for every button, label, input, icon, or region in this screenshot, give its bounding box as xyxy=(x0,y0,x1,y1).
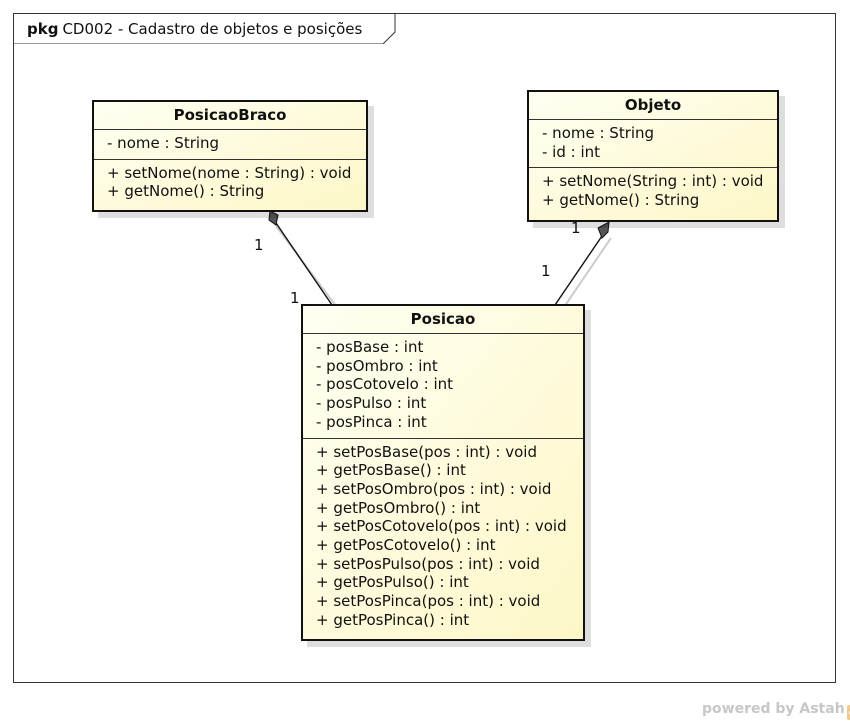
operation-set-pos-cotovelo: + setPosCotovelo(pos : int) : void xyxy=(316,517,567,536)
composition-diamond-braco xyxy=(268,210,279,226)
operation-set-nome: + setNome(nome : String) : void xyxy=(107,163,352,182)
footer-text: powered by Astah xyxy=(702,701,845,717)
attributes-section: - nome : String - id : int xyxy=(529,120,777,169)
astah-logo-icon: ea xyxy=(846,705,850,720)
attribute-nome: - nome : String xyxy=(107,134,220,152)
operation-set-pos-ombro: + setPosOmbro(pos : int) : void xyxy=(316,479,552,498)
composition-diamond-objeto xyxy=(597,221,610,239)
multiplicity-objeto-source: 1 xyxy=(571,219,581,237)
operations-section: + setNome(nome : String) : void + getNom… xyxy=(94,160,366,207)
multiplicity-braco-target: 1 xyxy=(290,289,300,307)
attribute-nome: - nome : String xyxy=(542,124,655,142)
attributes-section: - nome : String xyxy=(94,130,366,160)
multiplicity-braco-source: 1 xyxy=(254,236,264,254)
multiplicity-objeto-target: 1 xyxy=(541,262,551,280)
class-name: Posicao xyxy=(303,306,583,334)
attribute-pos-pinca: - posPinca : int xyxy=(316,412,427,431)
package-keyword: pkg xyxy=(27,20,59,38)
operation-get-pos-pinca: + getPosPinca() : int xyxy=(316,610,470,629)
operation-set-pos-base: + setPosBase(pos : int) : void xyxy=(316,442,537,461)
operation-set-pos-pulso: + setPosPulso(pos : int) : void xyxy=(316,554,540,573)
class-posicao[interactable]: Posicao - posBase : int - posOmbro : int… xyxy=(301,304,585,641)
attribute-pos-base: - posBase : int xyxy=(316,338,424,356)
operations-section: + setNome(String : int) : void + getNome… xyxy=(529,168,777,215)
operation-set-pos-pinca: + setPosPinca(pos : int) : void xyxy=(316,592,541,611)
class-posicao-braco[interactable]: PosicaoBraco - nome : String + setNome(n… xyxy=(92,100,368,212)
package-name: CD002 - Cadastro de objetos e posições xyxy=(62,20,363,38)
package-tab-outline xyxy=(13,13,396,44)
operation-set-nome: + setNome(String : int) : void xyxy=(542,172,764,191)
powered-by-footer: powered by Astahea xyxy=(702,701,850,720)
operation-get-nome: + getNome() : String xyxy=(542,191,700,210)
class-name: Objeto xyxy=(529,92,777,120)
class-name: PosicaoBraco xyxy=(94,102,366,130)
operation-get-pos-pulso: + getPosPulso() : int xyxy=(316,573,469,592)
association-line-objeto-posicao[interactable] xyxy=(554,235,603,306)
association-line-braco-posicao[interactable] xyxy=(275,222,333,306)
attribute-id: - id : int xyxy=(542,142,601,161)
operations-section: + setPosBase(pos : int) : void + getPosB… xyxy=(303,439,583,636)
operation-get-pos-ombro: + getPosOmbro() : int xyxy=(316,498,481,517)
attributes-section: - posBase : int - posOmbro : int - posCo… xyxy=(303,334,583,439)
association-shadow-objeto xyxy=(561,237,612,311)
operation-get-pos-cotovelo: + getPosCotovelo() : int xyxy=(316,536,496,555)
operation-get-pos-base: + getPosBase() : int xyxy=(316,461,466,480)
class-objeto[interactable]: Objeto - nome : String - id : int + setN… xyxy=(527,90,779,222)
attribute-pos-cotovelo: - posCotovelo : int xyxy=(316,375,453,394)
attribute-pos-ombro: - posOmbro : int xyxy=(316,356,438,375)
attribute-pos-pulso: - posPulso : int xyxy=(316,394,427,413)
operation-get-nome: + getNome() : String xyxy=(107,182,265,201)
